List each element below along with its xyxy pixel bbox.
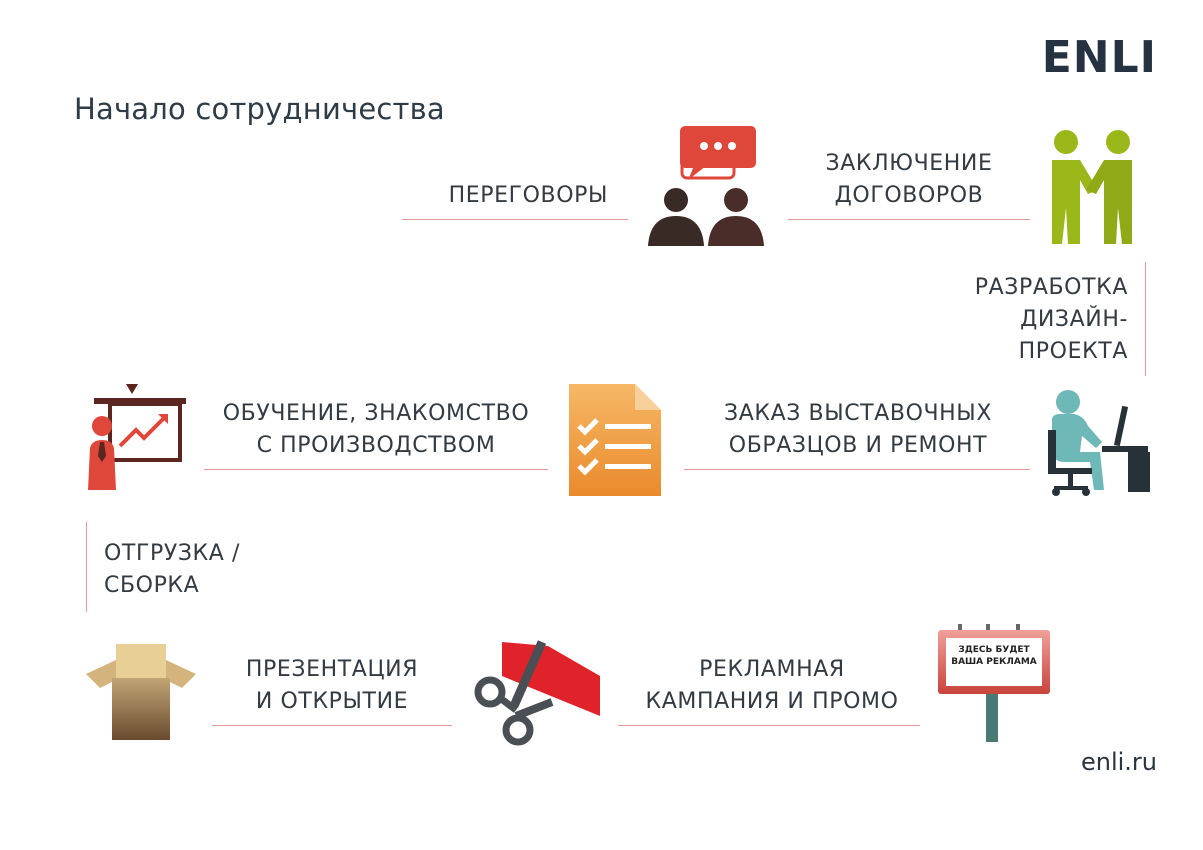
connector-line [86,522,87,612]
step-samples-label: ЗАКАЗ ВЫСТАВОЧНЫХ ОБРАЗЦОВ И РЕМОНТ [724,401,992,458]
handshake-icon [1044,128,1140,246]
ribbon-scissors-icon [468,636,600,752]
connector-line [618,725,920,726]
connector-line [1145,262,1146,376]
step-shipping-label: ОТГРУЗКА / СБОРКА [104,541,241,598]
people-chat-icon [642,120,768,248]
presentation-board-icon [84,382,188,492]
connector-line [788,219,1030,220]
page-title: Начало сотрудничества [74,92,445,126]
step-promo-label: РЕКЛАМНАЯ КАМПАНИЯ И ПРОМО [645,657,899,714]
brand-logo: ENLI [1041,32,1157,83]
open-box-icon [86,644,196,740]
connector-line [402,219,628,220]
connector-line [684,469,1030,470]
step-opening-label: ПРЕЗЕНТАЦИЯ И ОТКРЫТИЕ [245,657,419,714]
designer-at-computer-icon [1044,386,1154,498]
step-design-label: РАЗРАБОТКА ДИЗАЙН- ПРОЕКТА [974,275,1128,364]
step-contracts-label: ЗАКЛЮЧЕНИЕ ДОГОВОРОВ [825,151,993,208]
step-training-label: ОБУЧЕНИЕ, ЗНАКОМСТВО С ПРОИЗВОДСТВОМ [222,401,530,458]
connector-line [204,469,548,470]
billboard-icon: ЗДЕСЬ БУДЕТ ВАША РЕКЛАМА [938,624,1050,742]
connector-line [212,725,452,726]
checklist-document-icon [569,384,661,496]
site-url: enli.ru [1080,748,1157,776]
billboard-text: ЗДЕСЬ БУДЕТ ВАША РЕКЛАМА [951,645,1037,667]
step-negotiations-label: ПЕРЕГОВОРЫ [448,183,608,208]
